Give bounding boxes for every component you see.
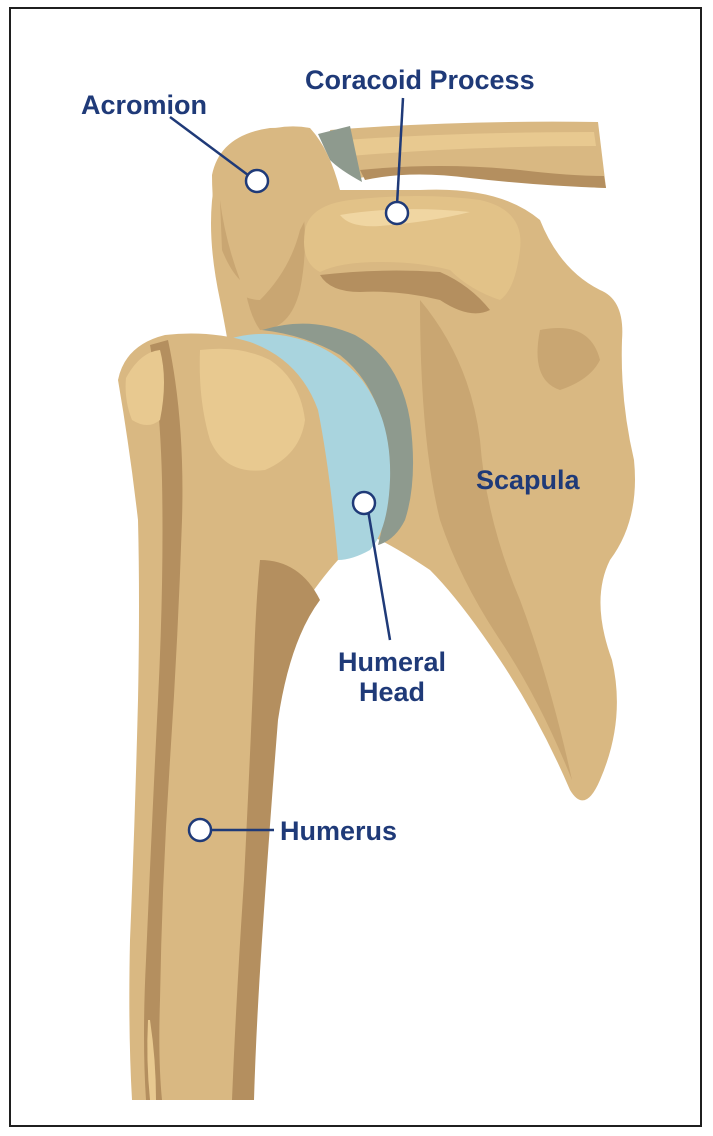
humeral-head-label-line2: Head (322, 677, 462, 707)
scapula-label: Scapula (476, 465, 580, 495)
humeral-head-marker (353, 492, 375, 514)
humeral-head-label-line1: Humeral (322, 647, 462, 677)
humerus-bone (118, 334, 338, 1100)
humeral-head-label: Humeral Head (322, 647, 462, 707)
coracoid-process-label: Coracoid Process (305, 65, 535, 95)
acromion-label: Acromion (81, 90, 207, 120)
humerus-label: Humerus (280, 816, 397, 846)
acromion-marker (246, 170, 268, 192)
coracoid-marker (386, 202, 408, 224)
humerus-marker (189, 819, 211, 841)
clavicle (318, 122, 606, 188)
